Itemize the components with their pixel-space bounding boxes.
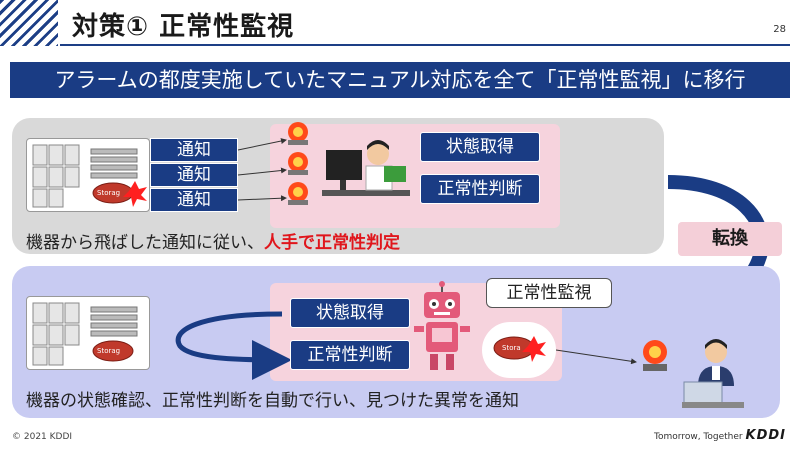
storage-label: Stora: [502, 344, 521, 352]
server-icon: [32, 302, 138, 366]
health-monitoring-label: 正常性監視: [486, 278, 612, 308]
alarm-light-icon: [643, 340, 667, 371]
storage-label: Storag: [97, 189, 121, 197]
notification-label-1: 通知: [150, 138, 238, 162]
brand-tagline: Tomorrow, Together: [654, 432, 743, 442]
operator-at-desk-icon: [322, 140, 410, 196]
alarm-lights-icon: [288, 122, 308, 205]
header-hatch-decoration: [0, 0, 58, 46]
status-acquire-label: 状態取得: [420, 132, 540, 162]
slide-title: 対策① 正常性監視: [72, 12, 295, 42]
notification-label-3: 通知: [150, 188, 238, 212]
health-judgment-label: 正常性判断: [420, 174, 540, 204]
storage-disk-icon: [493, 336, 546, 362]
after-caption: 機器の状態確認、正常性判断を自動で行い、見つけた異常を通知: [26, 391, 519, 411]
title-underline: [60, 44, 790, 46]
status-acquire-label-auto: 状態取得: [290, 298, 410, 328]
storage-label: Storag: [97, 347, 121, 355]
notification-label-2: 通知: [150, 163, 238, 187]
headline-banner: アラームの都度実施していたマニュアル対応を全て「正常性監視」に移行: [10, 62, 790, 98]
health-judgment-label-auto: 正常性判断: [290, 340, 410, 370]
robot-icon: [414, 281, 470, 370]
server-rack-illustration: Storag: [26, 138, 150, 212]
server-icon: [32, 144, 147, 208]
manual-judgment-highlight: 人手で正常性判定: [264, 233, 400, 253]
before-caption-text: 機器から飛ばした通知に従い、: [26, 233, 264, 253]
copyright: © 2021 KDDI: [12, 432, 73, 442]
before-caption: 機器から飛ばした通知に従い、人手で正常性判定: [26, 228, 400, 253]
storage-alert-bubble: Stora: [482, 322, 556, 378]
operator-with-laptop-icon: [682, 339, 744, 408]
brand-footer: Tomorrow, Together KDDI: [654, 428, 786, 443]
kddi-logo: KDDI: [745, 428, 786, 443]
transition-label: 転換: [678, 222, 782, 256]
page-number: 28: [773, 24, 786, 35]
server-rack-illustration: Storag: [26, 296, 150, 370]
